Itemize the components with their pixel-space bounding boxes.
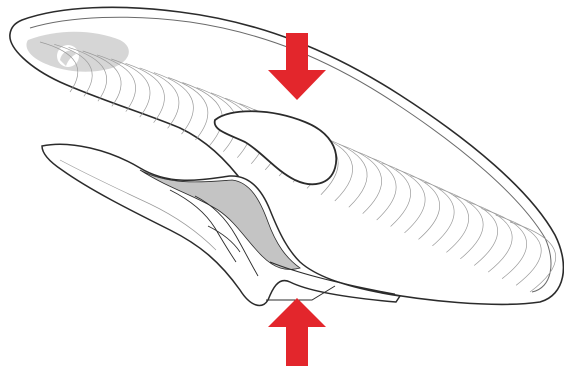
arrow-up (268, 298, 326, 366)
arrow-up-head (268, 298, 326, 327)
arrow-down-shaft (286, 33, 308, 71)
arrow-up-shaft (286, 326, 308, 366)
